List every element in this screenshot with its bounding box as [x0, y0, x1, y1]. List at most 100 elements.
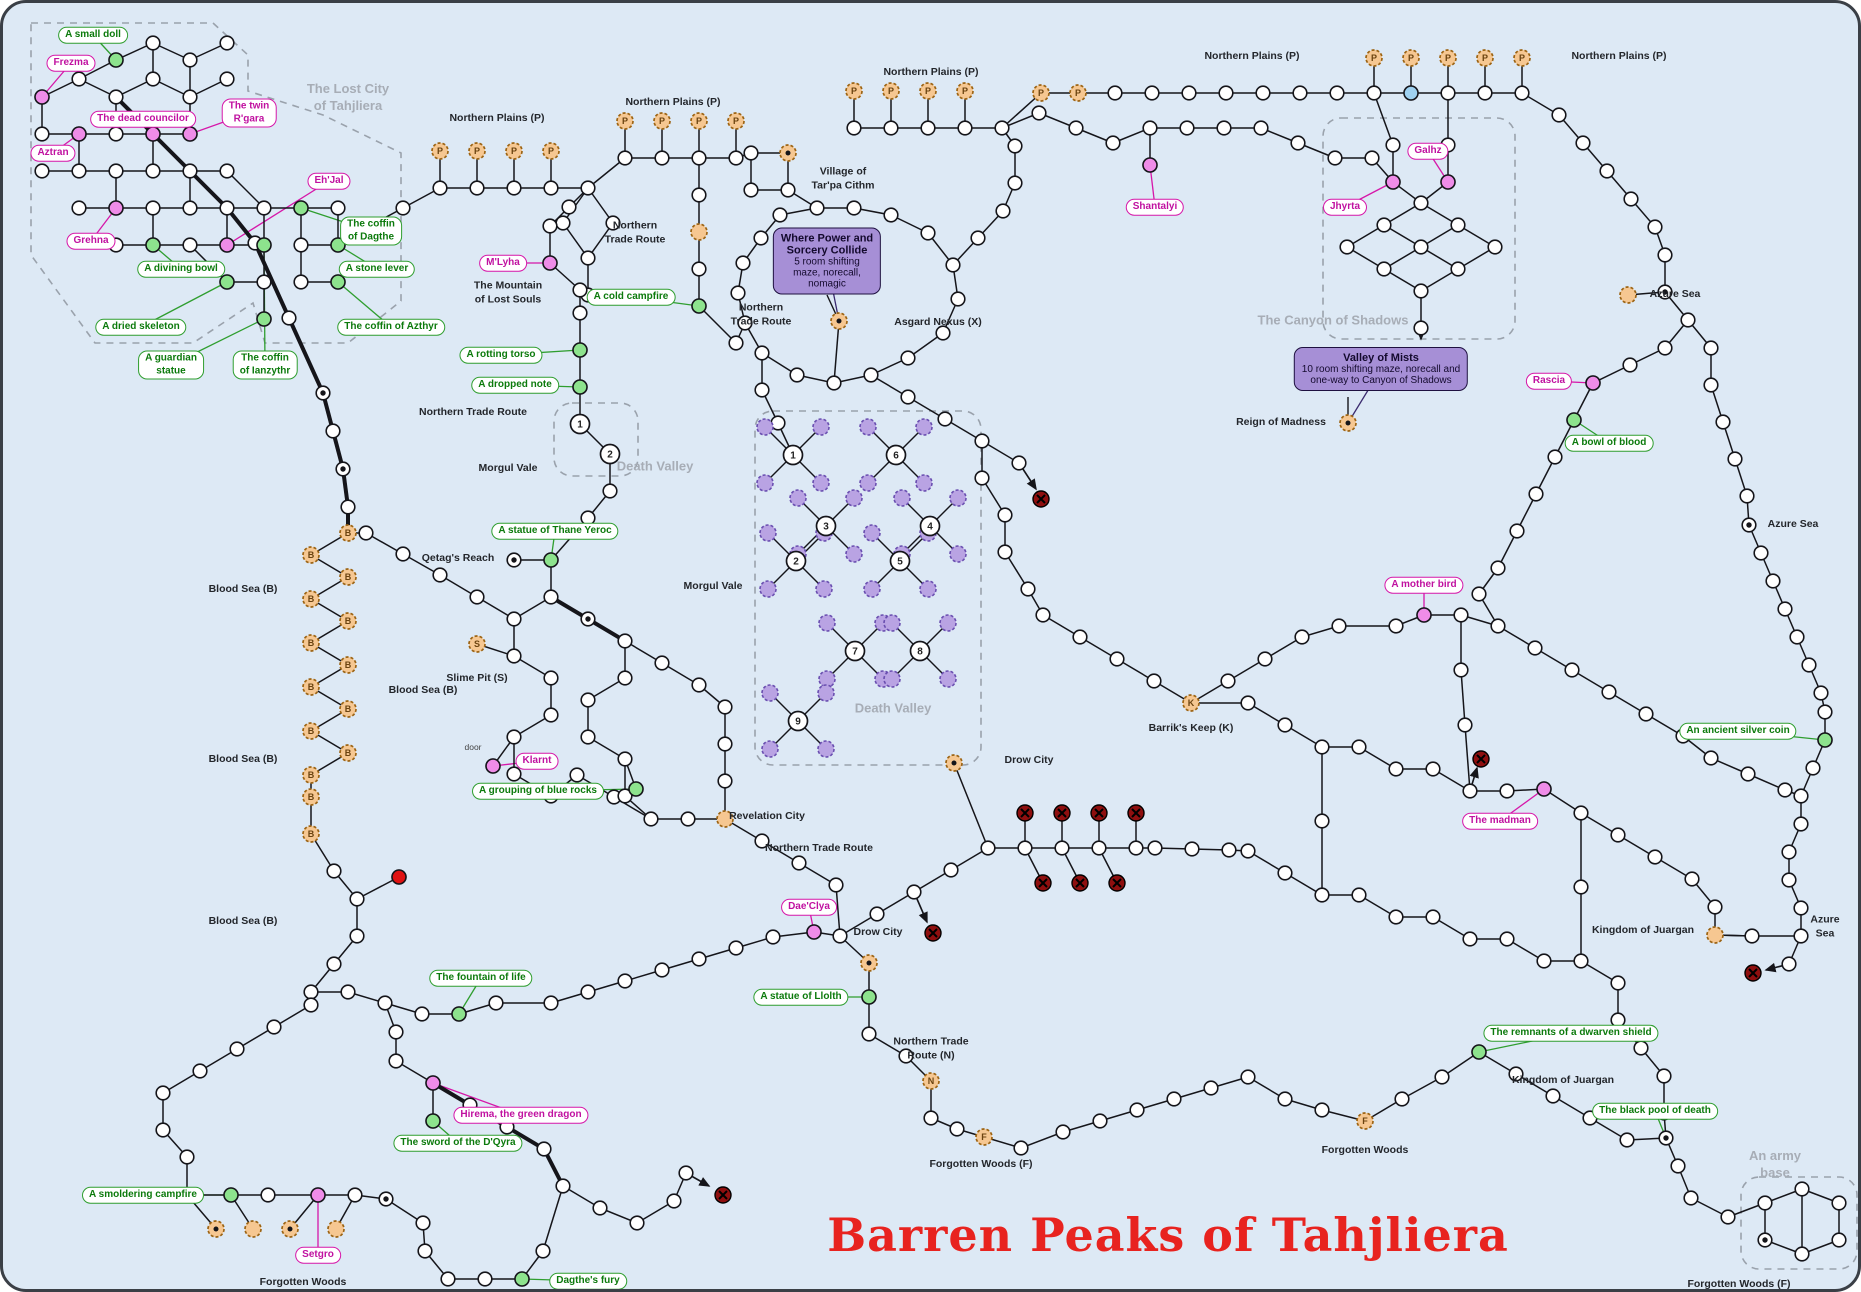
area-node-letter: B: [308, 829, 315, 839]
map-node: [1240, 843, 1256, 859]
map-node: [1055, 1124, 1071, 1140]
map-node: [1462, 783, 1478, 799]
map-node: [219, 35, 235, 51]
map-node: [1290, 135, 1306, 151]
map-node: [1740, 766, 1756, 782]
map-node: [580, 180, 596, 196]
map-node: [717, 773, 733, 789]
map-node: [957, 120, 973, 136]
place-label: Forgotten Woods: [1321, 1144, 1409, 1157]
updown-dot: [785, 150, 791, 156]
area-node: [339, 656, 357, 674]
map-node: [469, 180, 485, 196]
map-node: [325, 423, 341, 439]
item-label: A statue of Thane Yeroc: [491, 522, 619, 540]
map-node: [326, 863, 342, 879]
map-node: [1218, 85, 1234, 101]
area-node: [302, 634, 320, 652]
area-node: [922, 1072, 940, 1090]
map-node: [629, 1215, 645, 1231]
region-outline: [553, 402, 639, 477]
place-label: Qetag's Reach: [421, 552, 495, 565]
item-label: The sword of the D'Qyra: [393, 1134, 523, 1152]
place-label: Revelation City: [729, 810, 805, 823]
map-node: [1314, 739, 1330, 755]
map-node: [1240, 1069, 1256, 1085]
node-number: 5: [897, 557, 903, 568]
map-node: [1781, 956, 1797, 972]
map-node: [1657, 340, 1673, 356]
map-node: [1684, 871, 1700, 887]
map-node: [1388, 909, 1404, 925]
map-node: [414, 1006, 430, 1022]
map-node: [617, 788, 633, 804]
map-node: [415, 1215, 431, 1231]
area-node: [1365, 49, 1383, 67]
numbered-node: [844, 640, 866, 662]
map-node: [1781, 844, 1797, 860]
node-number: 7: [852, 647, 858, 658]
area-node: [727, 112, 745, 130]
npc-node: [34, 89, 50, 105]
map-node: [935, 325, 951, 341]
map-node: [1007, 175, 1023, 191]
maze-info-body: 5 room shifting maze, norecall, nomagic: [793, 256, 861, 290]
item-label: The black pool of death: [1592, 1102, 1718, 1120]
deathtrap-x-icon: [1075, 878, 1085, 888]
area-node-letter: P: [511, 146, 517, 156]
map-node: [219, 163, 235, 179]
place-label: Blood Sea (B): [208, 753, 278, 766]
npc-node: [425, 1075, 441, 1091]
area-node-letter: P: [1519, 53, 1525, 63]
item-label: An ancient silver coin: [1679, 722, 1797, 740]
region-outline: [754, 410, 982, 766]
deathtrap-x-icon: [1094, 808, 1104, 818]
map-node: [395, 200, 411, 216]
area-node: [302, 766, 320, 784]
area-node-letter: S: [474, 639, 480, 649]
map-node: [1703, 750, 1719, 766]
maze-room-node: [812, 474, 830, 492]
map-node: [536, 1141, 552, 1157]
area-node: [919, 82, 937, 100]
map-node: [506, 611, 522, 627]
map-node: [1573, 953, 1589, 969]
map-edge: [835, 884, 841, 937]
map-node: [34, 163, 50, 179]
map-node: [1142, 120, 1158, 136]
map-node: [730, 285, 746, 301]
area-node-letter: B: [308, 726, 315, 736]
place-label: Blood Sea (B): [208, 915, 278, 928]
area-node: [1032, 84, 1050, 102]
maze-room-node: [915, 474, 933, 492]
map-node: [572, 282, 588, 298]
map-edge: [253, 242, 291, 319]
area-node: [302, 678, 320, 696]
item-node: [1566, 412, 1582, 428]
maze-room-node: [845, 545, 863, 563]
map-node: [1450, 261, 1466, 277]
map-node: [1253, 120, 1269, 136]
updown-dot: [511, 557, 517, 563]
map-node: [1181, 85, 1197, 101]
map-node: [1240, 695, 1256, 711]
area-node: [690, 223, 708, 241]
place-label: Azure Sea: [1649, 288, 1701, 301]
map-node: [1440, 85, 1456, 101]
map-node: [34, 126, 50, 142]
map-edge: [1401, 1076, 1443, 1100]
area-node-letter: P: [1075, 88, 1081, 98]
map-nodes: [34, 35, 1847, 1287]
area-node: [1356, 1112, 1374, 1130]
area-node-letter: P: [1482, 53, 1488, 63]
area-node-letter: B: [345, 572, 352, 582]
npc-label: Rascia: [1525, 372, 1573, 390]
map-node: [477, 1271, 493, 1287]
map-node: [1221, 842, 1237, 858]
node-number: 9: [795, 717, 801, 728]
map-node: [1129, 1102, 1145, 1118]
npc-label: The dead councilor: [90, 110, 196, 128]
map-node: [743, 145, 759, 161]
item-node: [691, 298, 707, 314]
map-node: [1508, 1066, 1524, 1082]
